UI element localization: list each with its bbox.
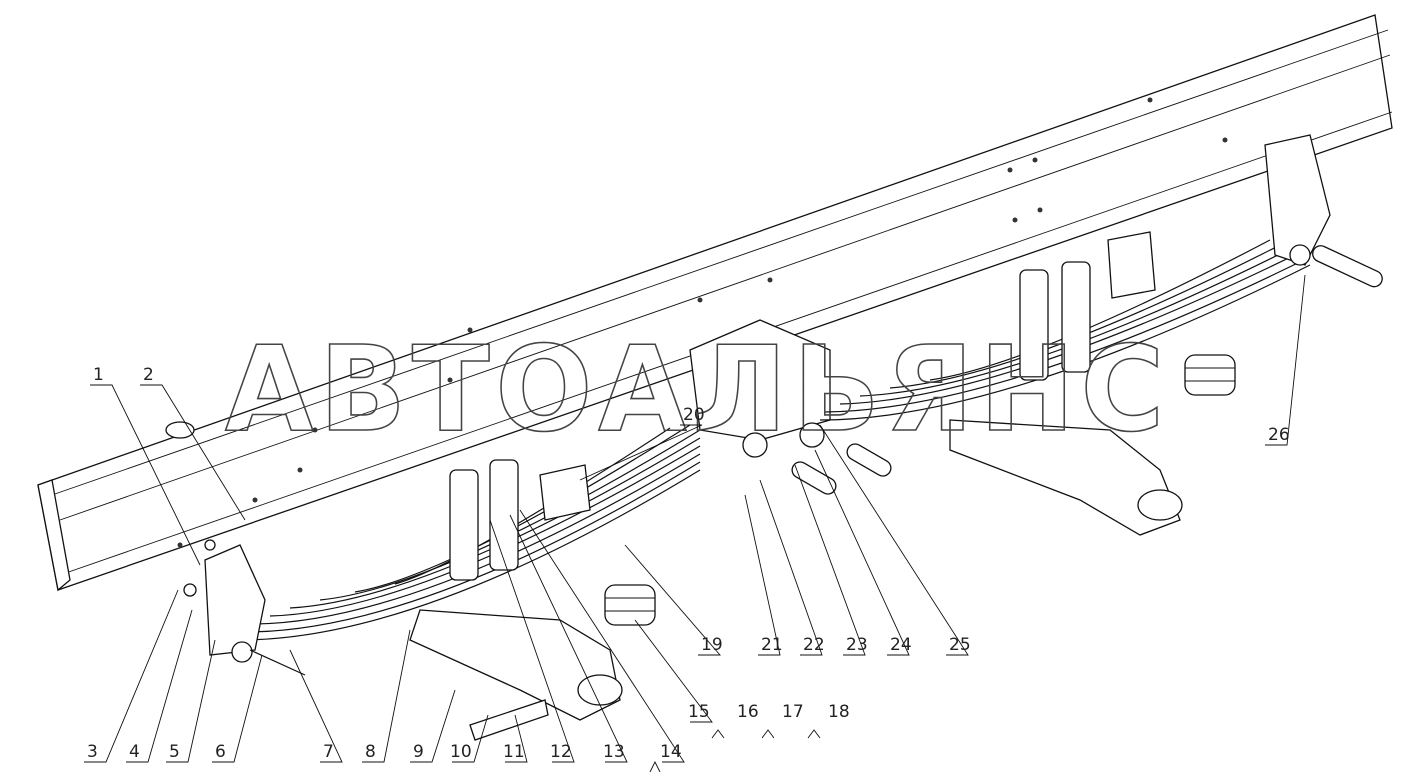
bump-stop-rear	[1107, 231, 1236, 396]
front-hanger-bracket	[183, 539, 306, 676]
axle-seat-rear	[949, 261, 1183, 536]
callout-25: 25	[949, 635, 971, 655]
axle-seat-front	[409, 459, 623, 741]
callout-23: 23	[846, 635, 868, 655]
rear-hanger-bracket	[1264, 134, 1383, 288]
callout-21: 21	[761, 635, 783, 655]
callout-4: 4	[129, 742, 140, 762]
callout-9: 9	[413, 742, 424, 762]
callout-16: 16	[737, 702, 759, 722]
leader-lines	[84, 274, 1306, 773]
callout-15: 15	[688, 702, 710, 722]
watermark: АВТОАЛЬЯНС	[225, 320, 1170, 458]
callout-24: 24	[890, 635, 912, 655]
callout-7: 7	[323, 742, 334, 762]
callout-20: 20	[683, 405, 705, 425]
callout-10: 10	[450, 742, 472, 762]
callout-11: 11	[503, 742, 525, 762]
callout-2: 2	[143, 365, 154, 385]
callout-26: 26	[1268, 425, 1290, 445]
callout-22: 22	[803, 635, 825, 655]
bump-stop-front	[539, 464, 656, 626]
frame-rail	[37, 14, 1393, 592]
center-balancer	[689, 319, 892, 495]
callout-19: 19	[701, 635, 723, 655]
callout-13: 13	[603, 742, 625, 762]
callout-18: 18	[828, 702, 850, 722]
callout-3: 3	[87, 742, 98, 762]
callout-14: 14	[660, 742, 682, 762]
callout-12: 12	[550, 742, 572, 762]
callout-6: 6	[215, 742, 226, 762]
callout-1: 1	[93, 365, 104, 385]
frame-holes	[177, 97, 1228, 548]
callout-5: 5	[169, 742, 180, 762]
callout-labels: 1 2 3 4 5 6 7 8 9 10 11 12 13 14 15 16 1…	[87, 365, 1290, 762]
callout-8: 8	[365, 742, 376, 762]
callout-17: 17	[782, 702, 804, 722]
